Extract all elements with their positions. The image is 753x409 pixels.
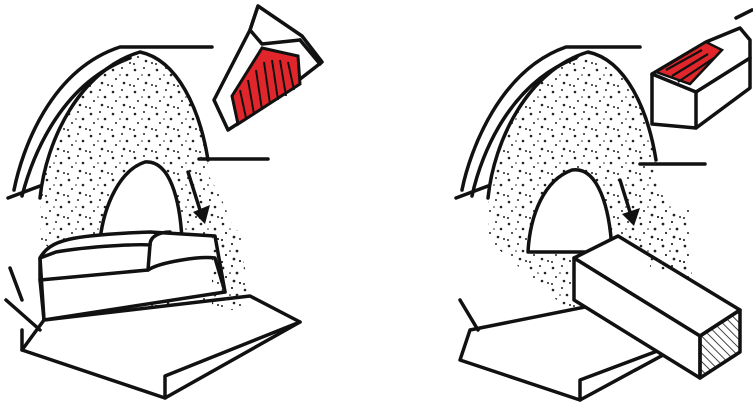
grit-spray <box>212 230 242 310</box>
left-panel <box>6 6 322 398</box>
right-panel <box>456 10 752 400</box>
tool-bit-inset-icon <box>214 6 322 130</box>
grit-spray <box>650 210 690 270</box>
tool-bit-inset-icon <box>652 10 752 128</box>
